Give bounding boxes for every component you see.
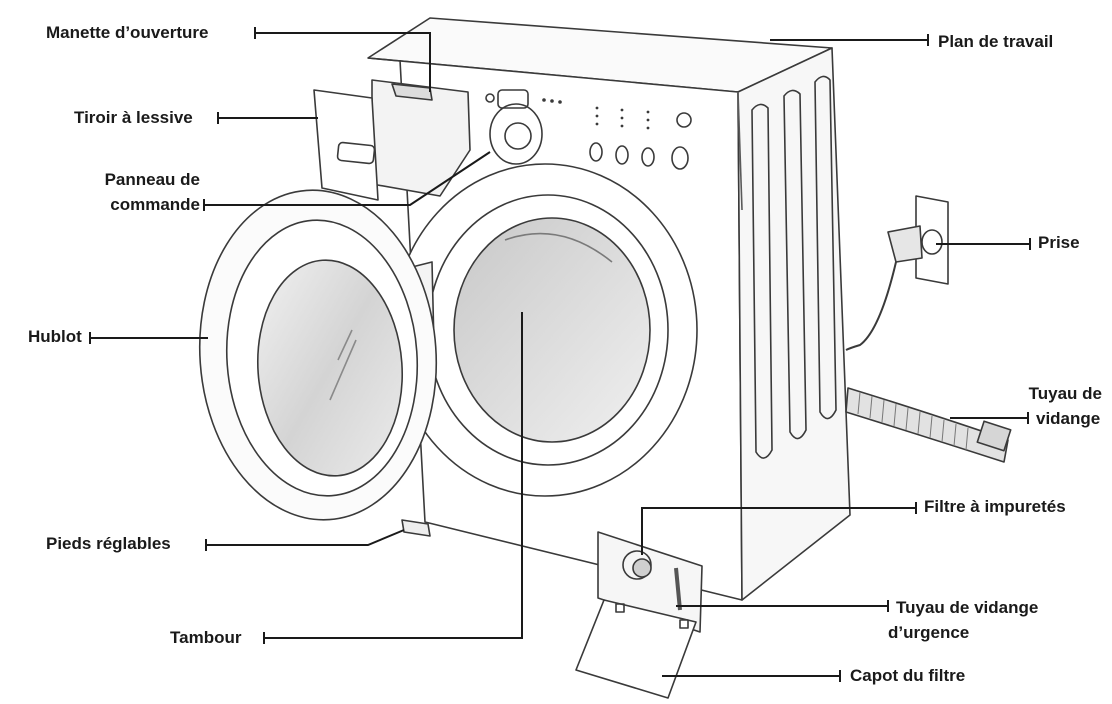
filter-cover <box>575 599 697 699</box>
drum <box>453 217 651 443</box>
machine-side <box>737 47 851 601</box>
label-urgence-line2: d’urgence <box>888 623 970 642</box>
side-groove-1 <box>751 103 773 459</box>
door-glass <box>256 259 404 477</box>
label-tiroir: Tiroir à lessive <box>74 108 193 127</box>
label-pieds: Pieds réglables <box>46 534 171 553</box>
leader-manette <box>255 32 431 92</box>
label-prise: Prise <box>1038 233 1080 252</box>
plug <box>887 225 923 263</box>
leader-pieds <box>206 529 405 546</box>
leader-filtre <box>641 507 916 555</box>
label-panneau-line1: Panneau de <box>104 170 200 189</box>
label-filtre: Filtre à impuretés <box>924 497 1066 516</box>
detergent-drawer-front <box>313 89 379 201</box>
label-manette: Manette d’ouverture <box>46 23 209 42</box>
label-tuyau-line1: Tuyau de <box>1028 384 1102 403</box>
leader-tambour <box>264 312 523 639</box>
side-groove-2 <box>783 89 807 440</box>
label-plan: Plan de travail <box>938 32 1054 51</box>
label-urgence-line1: Tuyau de vidange <box>896 598 1039 617</box>
label-hublot: Hublot <box>28 327 82 346</box>
side-groove-3 <box>814 75 837 420</box>
label-tuyau-line2: vidange <box>1036 409 1101 428</box>
label-panneau-line2: commande <box>110 195 200 214</box>
label-tambour: Tambour <box>170 628 242 647</box>
label-capot: Capot du filtre <box>850 666 966 685</box>
leader-panneau <box>204 151 491 206</box>
drain-hose <box>845 387 1009 463</box>
